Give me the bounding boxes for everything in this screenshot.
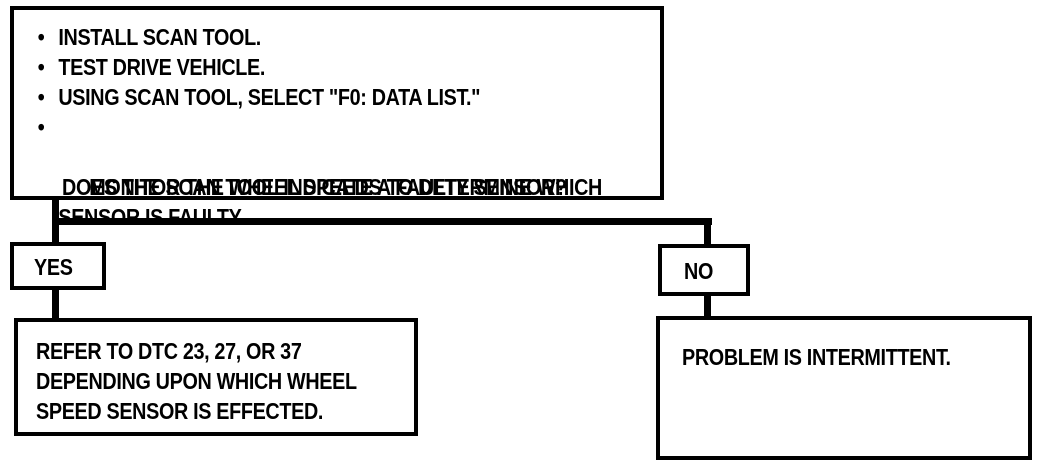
decision-question: DOES THE SCAN TOOL INDICATE A FAULTY SEN… <box>62 174 567 200</box>
connector-vertical-right <box>704 218 711 248</box>
yes-label: YES <box>34 254 73 280</box>
yes-result-box: REFER TO DTC 23, 27, OR 37 DEPENDING UPO… <box>14 318 418 436</box>
no-label: NO <box>684 258 713 284</box>
step-item: • MONITOR THE WHEEL SPEEDS TO DETERMINE … <box>36 112 603 262</box>
step-text: MONITOR THE WHEEL SPEEDS TO DETERMINE WH… <box>58 174 603 230</box>
no-result-box: PROBLEM IS INTERMITTENT. <box>656 316 1032 460</box>
connector-horizontal <box>52 218 712 225</box>
bullet-icon: • <box>37 84 45 110</box>
step-item: • TEST DRIVE VEHICLE. <box>36 52 602 82</box>
bullet-icon: • <box>37 54 45 80</box>
step-text: INSTALL SCAN TOOL. <box>58 24 261 50</box>
yes-result-text: REFER TO DTC 23, 27, OR 37 DEPENDING UPO… <box>36 338 357 424</box>
connector-yes-down <box>52 286 59 322</box>
yes-label-box: YES <box>10 242 106 290</box>
step-list: • INSTALL SCAN TOOL. • TEST DRIVE VEHICL… <box>36 22 694 262</box>
no-label-box: NO <box>658 244 750 296</box>
bullet-icon: • <box>37 24 45 50</box>
no-result-text: PROBLEM IS INTERMITTENT. <box>682 344 951 370</box>
step-text: TEST DRIVE VEHICLE. <box>58 54 266 80</box>
step-item: • USING SCAN TOOL, SELECT "F0: DATA LIST… <box>36 82 602 112</box>
question-box: • INSTALL SCAN TOOL. • TEST DRIVE VEHICL… <box>10 6 664 230</box>
bullet-icon: • <box>37 114 45 140</box>
connector-no-down <box>704 294 711 320</box>
step-text: USING SCAN TOOL, SELECT "F0: DATA LIST." <box>58 84 481 110</box>
step-item: • INSTALL SCAN TOOL. <box>36 22 602 52</box>
